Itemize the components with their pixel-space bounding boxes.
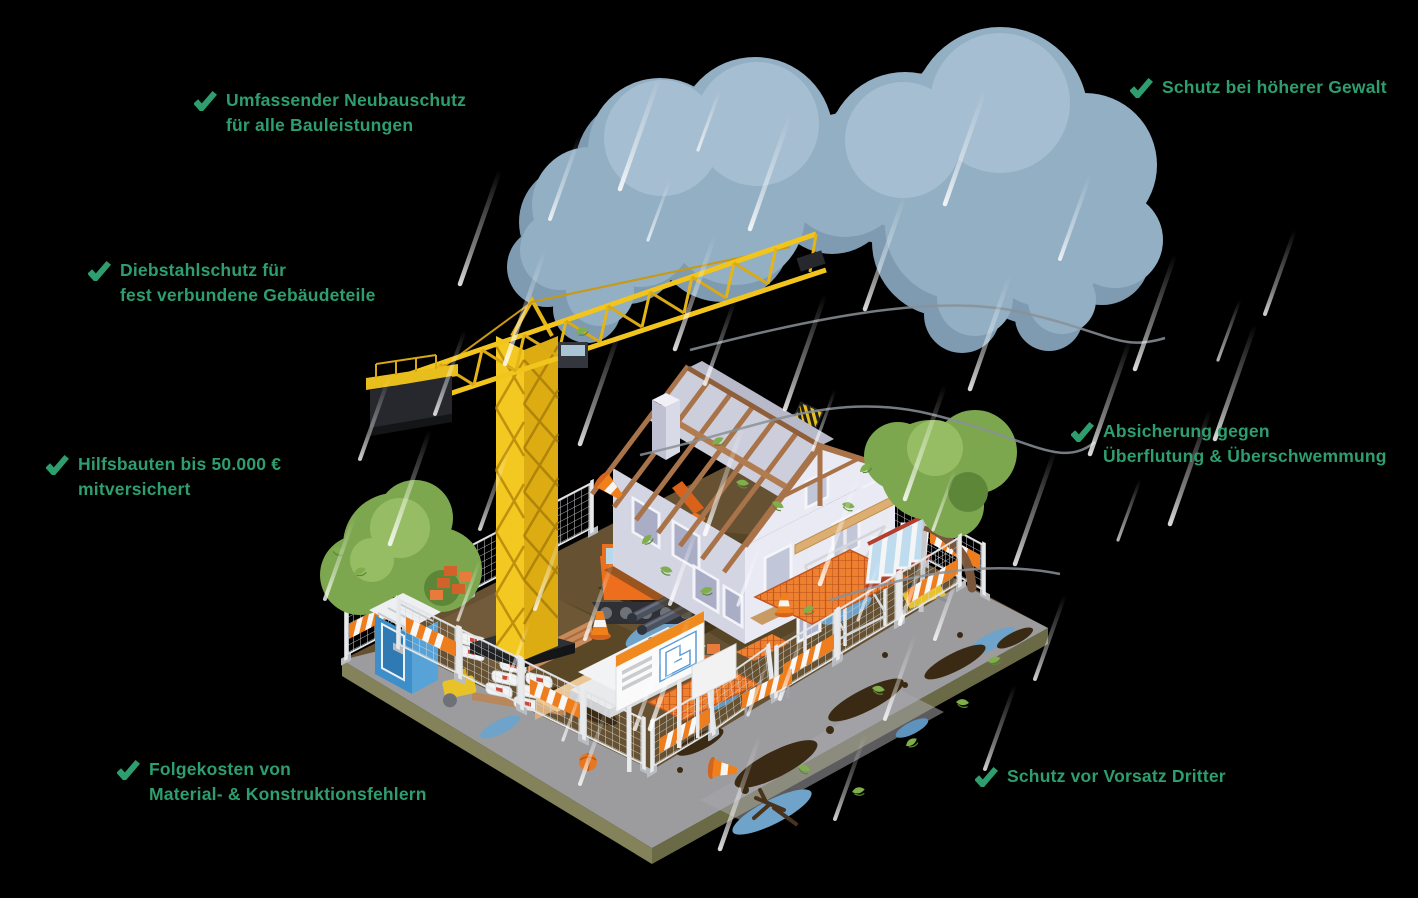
crane-counterweight — [366, 354, 458, 436]
label-line: fest verbundene Gebäudeteile — [120, 285, 376, 305]
label-line: Absicherung gegen — [1103, 421, 1270, 441]
benefit-label-folgekosten: Folgekosten von Material- & Konstruktion… — [117, 757, 427, 807]
label-line: mitversichert — [78, 479, 191, 499]
fallen-branch — [752, 788, 798, 826]
check-icon — [1130, 78, 1153, 98]
label-line: für alle Bauleistungen — [226, 115, 414, 135]
check-icon — [194, 91, 217, 111]
check-icon — [117, 760, 140, 780]
label-line: Folgekosten von — [149, 759, 292, 779]
label-line: Umfassender Neubauschutz — [226, 90, 467, 110]
check-icon — [88, 261, 111, 281]
road — [342, 584, 1048, 848]
storm-clouds — [507, 27, 1163, 353]
benefit-label-ueberflutung: Absicherung gegen Überflutung & Überschw… — [1071, 419, 1387, 469]
label-line: Überflutung & Überschwemmung — [1103, 446, 1387, 466]
safety-barrier — [742, 668, 792, 721]
label-line: Schutz vor Vorsatz Dritter — [1007, 766, 1226, 786]
label-line: Schutz bei höherer Gewalt — [1162, 77, 1387, 97]
check-icon — [46, 455, 69, 475]
label-line: Diebstahlschutz für — [120, 260, 287, 280]
check-icon — [975, 767, 998, 787]
chimney — [652, 393, 680, 460]
benefit-label-diebstahlschutz: Diebstahlschutz für fest verbundene Gebä… — [88, 258, 376, 308]
label-line: Material- & Konstruktionsfehlern — [149, 784, 427, 804]
label-line: Hilfsbauten bis 50.000 € — [78, 454, 282, 474]
check-icon — [1071, 422, 1094, 442]
crane-jib — [386, 231, 827, 417]
benefit-label-neubauschutz: Umfassender Neubauschutz für alle Baulei… — [194, 88, 466, 138]
benefit-label-hilfsbauten: Hilfsbauten bis 50.000 € mitversichert — [46, 452, 281, 502]
brick-stack — [430, 566, 472, 600]
benefit-label-hoehere-gewalt: Schutz bei höherer Gewalt — [1130, 75, 1387, 100]
benefit-label-vorsatz-dritter: Schutz vor Vorsatz Dritter — [975, 764, 1226, 789]
